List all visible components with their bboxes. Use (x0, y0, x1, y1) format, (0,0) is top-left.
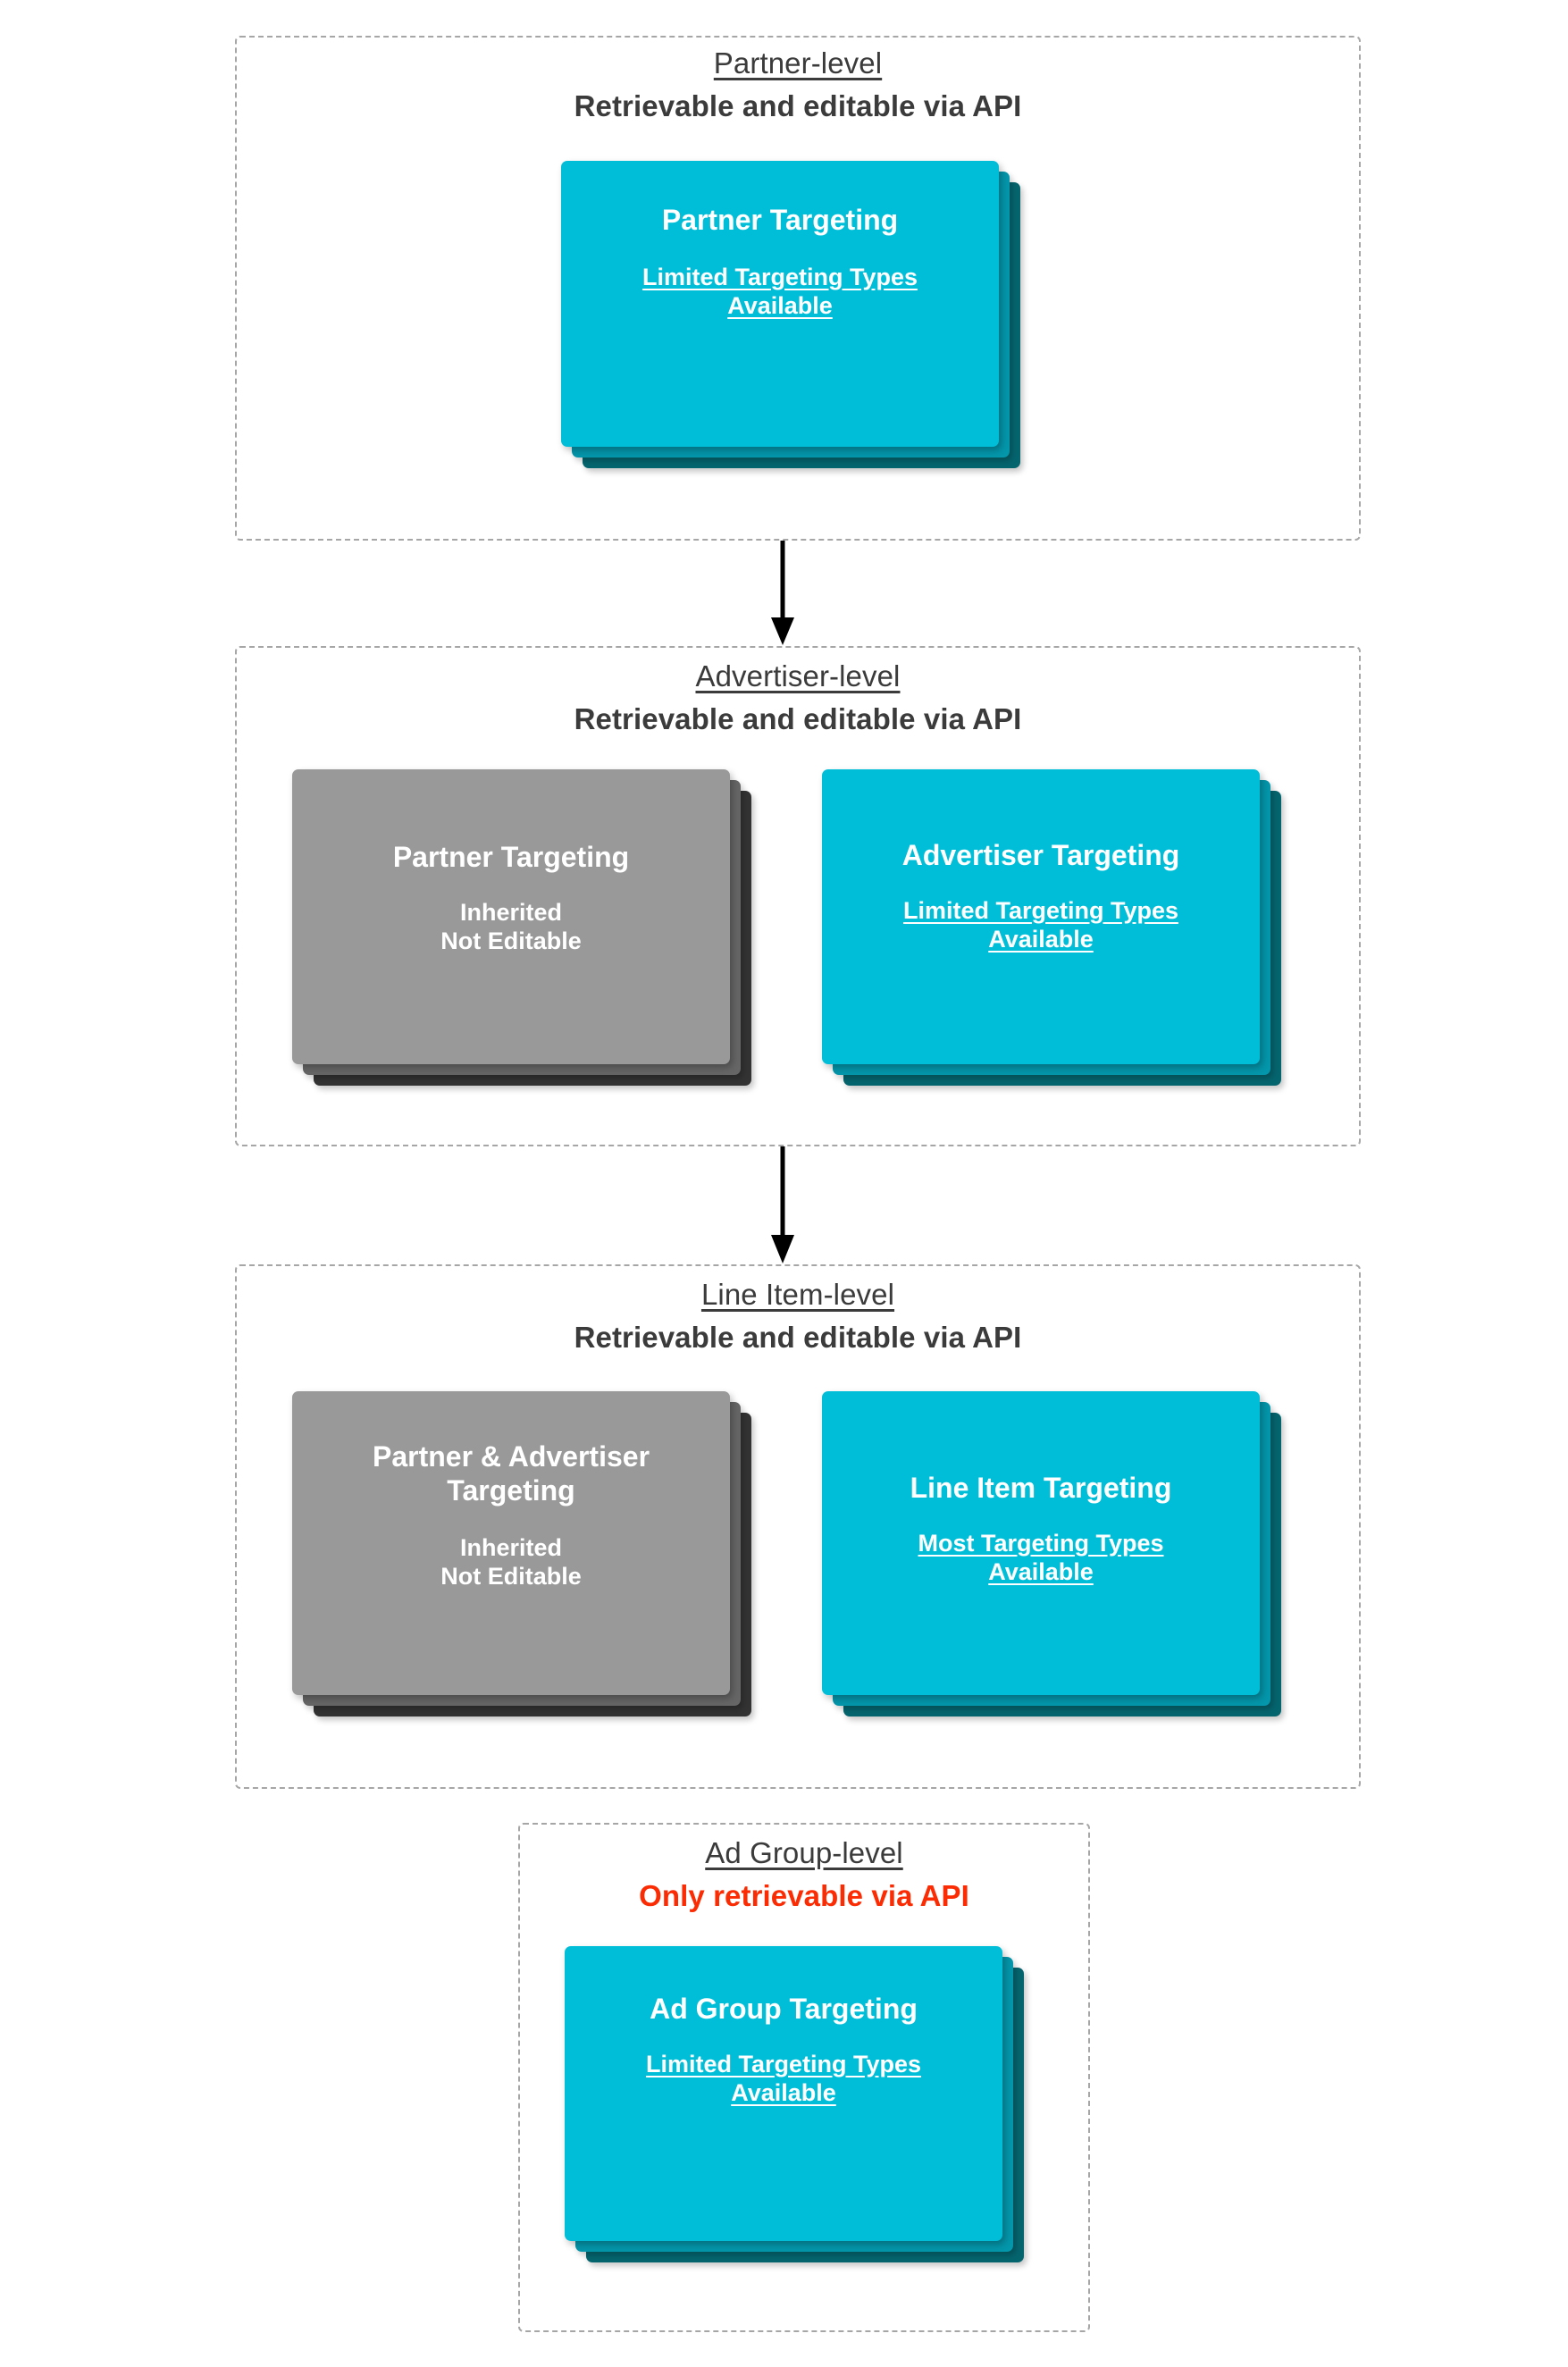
level-header-lineitem: Line Item-level Retrievable and editable… (235, 1278, 1361, 1356)
card-stack-lineitem-targeting[interactable]: Line Item Targeting Most Targeting Types… (822, 1391, 1295, 1749)
level-api-note-advertiser: Retrievable and editable via API (574, 701, 1022, 735)
card-stack-advertiser-inherited[interactable]: Partner Targeting Inherited Not Editable (292, 769, 766, 1127)
card-title: Partner & Advertiser Targeting (372, 1440, 650, 1507)
level-header-partner: Partner-level Retrievable and editable v… (235, 46, 1361, 124)
arrow-down-icon (771, 1146, 794, 1263)
level-api-note-adgroup: Only retrievable via API (639, 1878, 969, 1912)
card-front-lineitem-targeting[interactable]: Line Item Targeting Most Targeting Types… (822, 1391, 1260, 1695)
arrow-down-icon (771, 541, 794, 645)
card-stack-lineitem-inherited[interactable]: Partner & Advertiser Targeting Inherited… (292, 1391, 766, 1749)
card-front-lineitem-inherited[interactable]: Partner & Advertiser Targeting Inherited… (292, 1391, 730, 1695)
card-note: Limited Targeting Types Available (902, 896, 1179, 953)
card-title: Partner Targeting (661, 204, 899, 236)
card-front-advertiser-targeting[interactable]: Advertiser Targeting Limited Targeting T… (822, 769, 1260, 1064)
connector-partner-to-advertiser (767, 541, 799, 646)
card-note: Inherited Not Editable (440, 1533, 582, 1590)
card-note: Inherited Not Editable (440, 898, 582, 955)
card-title: Partner Targeting (392, 841, 630, 873)
level-box-adgroup (518, 1823, 1090, 2332)
card-front-advertiser-inherited[interactable]: Partner Targeting Inherited Not Editable (292, 769, 730, 1064)
card-front-partner-targeting[interactable]: Partner Targeting Limited Targeting Type… (561, 161, 999, 447)
level-title-advertiser: Advertiser-level (695, 659, 901, 692)
level-title-adgroup: Ad Group-level (705, 1836, 903, 1869)
card-note: Most Targeting Types Available (918, 1529, 1164, 1586)
level-header-adgroup: Ad Group-level Only retrievable via API (518, 1836, 1090, 1914)
level-header-advertiser: Advertiser-level Retrievable and editabl… (235, 659, 1361, 737)
card-note: Limited Targeting Types Available (645, 2050, 922, 2107)
level-box-lineitem (235, 1264, 1361, 1789)
card-title: Advertiser Targeting (901, 839, 1180, 871)
level-title-lineitem: Line Item-level (700, 1278, 895, 1311)
card-stack-adgroup-targeting[interactable]: Ad Group Targeting Limited Targeting Typ… (565, 1946, 1038, 2286)
level-box-partner (235, 36, 1361, 541)
card-front-adgroup-targeting[interactable]: Ad Group Targeting Limited Targeting Typ… (565, 1946, 1002, 2241)
card-stack-partner-targeting[interactable]: Partner Targeting Limited Targeting Type… (561, 161, 1035, 483)
connector-advertiser-to-lineitem (767, 1146, 799, 1264)
level-api-note-lineitem: Retrievable and editable via API (574, 1320, 1022, 1354)
card-title: Ad Group Targeting (650, 1993, 918, 2025)
card-note: Limited Targeting Types Available (641, 263, 918, 320)
level-title-partner: Partner-level (713, 46, 883, 80)
card-title: Line Item Targeting (910, 1472, 1172, 1504)
level-api-note-partner: Retrievable and editable via API (574, 88, 1022, 122)
card-stack-advertiser-targeting[interactable]: Advertiser Targeting Limited Targeting T… (822, 769, 1295, 1127)
level-box-advertiser (235, 646, 1361, 1146)
